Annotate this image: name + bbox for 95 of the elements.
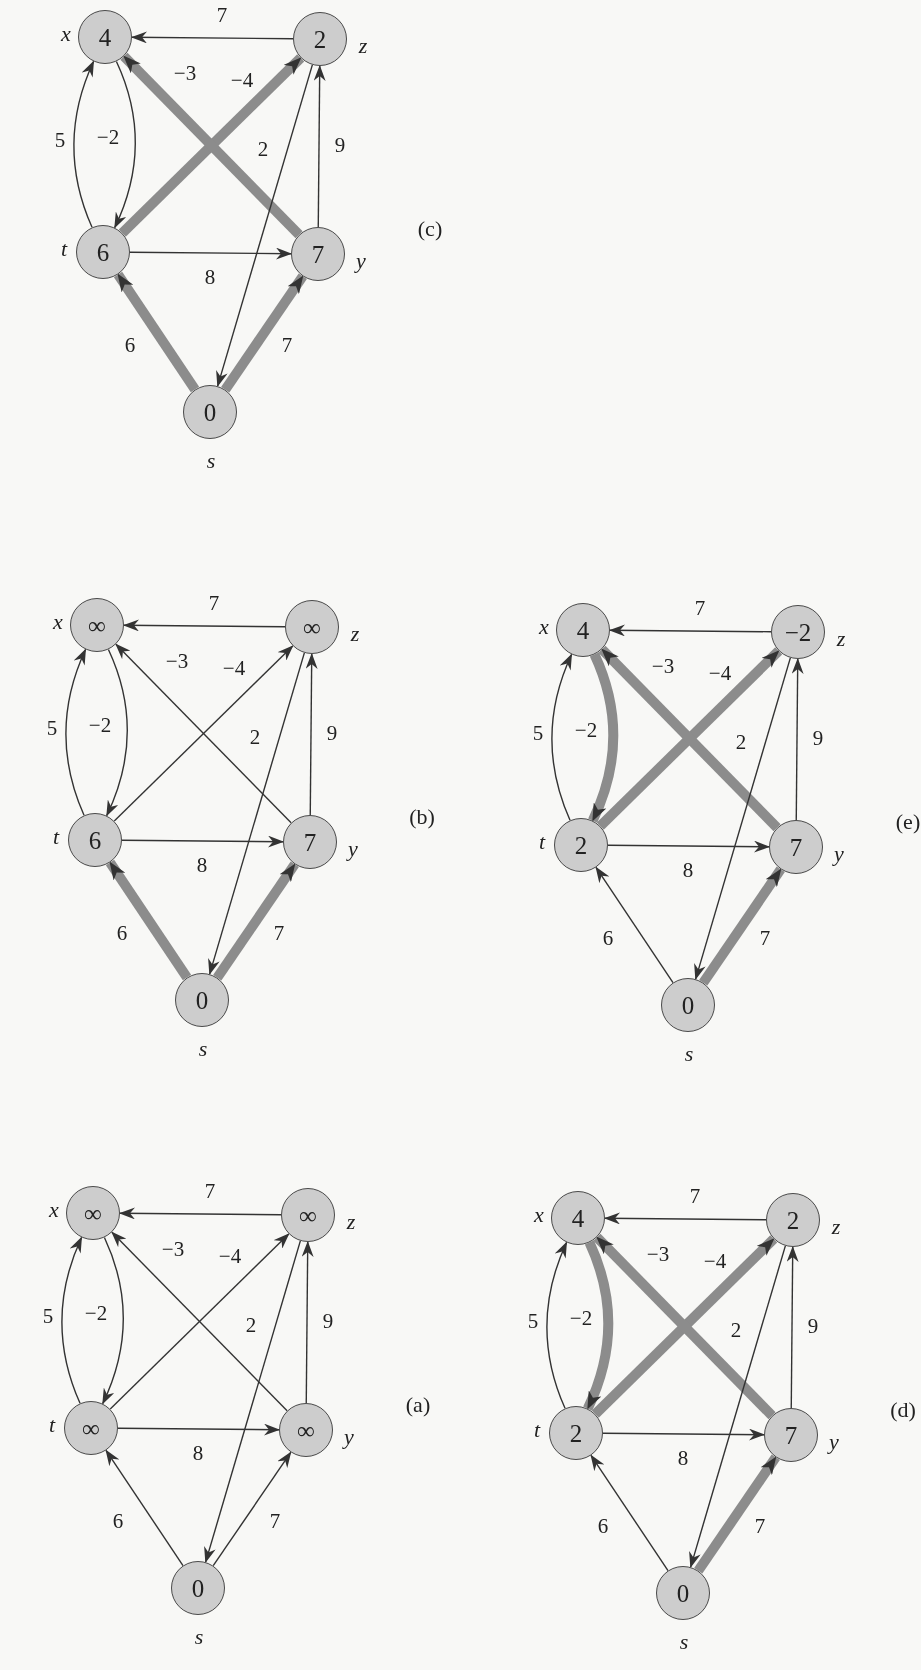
arrow: [694, 657, 792, 981]
distance-value: 0: [681, 992, 695, 1018]
vertex-name: t: [52, 826, 60, 848]
distance-value: ∞: [299, 1202, 317, 1228]
panel-caption: (d): [890, 1399, 916, 1421]
distance-value: 7: [311, 241, 325, 267]
arrow: [305, 653, 318, 816]
panel-caption: (a): [405, 1394, 431, 1416]
distance-value: 2: [574, 832, 588, 858]
arrow: [301, 1241, 314, 1404]
arrow: [114, 60, 136, 229]
arrow: [791, 658, 804, 821]
arrow: [106, 648, 128, 817]
vertex-name: y: [348, 838, 358, 860]
distance-value: 6: [96, 239, 110, 265]
arrow: [73, 60, 95, 229]
arrow: [604, 1212, 767, 1225]
vertex-name: z: [358, 35, 368, 57]
highlighted-arrow: [588, 652, 619, 823]
arrow: [131, 31, 294, 44]
distance-value: −2: [784, 619, 812, 645]
arrow: [590, 1454, 669, 1572]
panel-caption: (c): [417, 218, 443, 240]
distance-value: 0: [676, 1580, 690, 1606]
distance-value: ∞: [297, 1417, 315, 1443]
arrow: [551, 653, 573, 822]
vertex-name: s: [198, 1038, 208, 1060]
distance-value: 7: [789, 834, 803, 860]
arrow: [602, 1428, 765, 1441]
distance-value: 0: [203, 399, 217, 425]
vertex-name: x: [539, 616, 549, 638]
vertex-name: t: [538, 831, 546, 853]
vertex-name: y: [356, 250, 366, 272]
arrow: [208, 652, 306, 976]
arrow: [119, 1207, 282, 1220]
distance-value: ∞: [303, 614, 321, 640]
vertex-name: z: [836, 628, 846, 650]
distance-value: 2: [786, 1207, 800, 1233]
arrow: [609, 624, 772, 637]
vertex-name: s: [684, 1043, 694, 1065]
vertex-name: x: [534, 1204, 544, 1226]
distance-value: ∞: [82, 1415, 100, 1441]
panel-caption: (b): [409, 806, 435, 828]
vertex-name: x: [61, 23, 71, 45]
distance-value: 2: [313, 26, 327, 52]
highlighted-arrow: [221, 273, 307, 393]
vertex-name: t: [60, 238, 68, 260]
distance-value: 0: [195, 987, 209, 1013]
distance-value: 2: [569, 1420, 583, 1446]
arrow: [123, 619, 286, 632]
distance-value: ∞: [84, 1200, 102, 1226]
vertex-name: x: [49, 1199, 59, 1221]
vertex-name: x: [53, 611, 63, 633]
arrow: [129, 247, 292, 260]
arrow: [65, 648, 87, 817]
arrow: [786, 1246, 799, 1409]
vertex-name: y: [344, 1426, 354, 1448]
arrow: [595, 866, 674, 984]
vertex-name: s: [206, 450, 216, 472]
distance-value: 7: [303, 829, 317, 855]
arrow: [313, 65, 326, 228]
highlighted-arrow: [583, 1240, 614, 1411]
highlighted-arrow: [694, 1454, 780, 1574]
arrow: [546, 1241, 568, 1410]
vertex-name: t: [48, 1414, 56, 1436]
arrow: [121, 835, 284, 848]
vertex-name: t: [533, 1419, 541, 1441]
vertex-name: z: [346, 1211, 356, 1233]
arrow: [102, 1236, 124, 1405]
vertex-name: z: [831, 1216, 841, 1238]
arrow: [117, 1423, 280, 1436]
vertex-name: s: [679, 1631, 689, 1653]
arrow: [204, 1240, 302, 1564]
distance-value: ∞: [88, 612, 106, 638]
highlighted-arrow: [699, 866, 785, 986]
arrow: [689, 1245, 787, 1569]
distance-value: 6: [88, 827, 102, 853]
distance-value: 0: [191, 1575, 205, 1601]
vertex-name: y: [834, 843, 844, 865]
vertex-name: z: [350, 623, 360, 645]
arrow: [216, 64, 314, 388]
distance-value: 7: [784, 1422, 798, 1448]
vertex-name: s: [194, 1626, 204, 1648]
highlighted-arrow: [113, 271, 200, 393]
distance-value: 4: [571, 1205, 585, 1231]
arrow: [61, 1236, 83, 1405]
arrow: [105, 1449, 184, 1567]
highlighted-arrow: [213, 861, 299, 981]
distance-value: 4: [576, 617, 590, 643]
panel-caption: (e): [895, 811, 921, 833]
highlighted-arrow: [105, 859, 192, 981]
arrow: [212, 1451, 292, 1567]
distance-value: 4: [98, 24, 112, 50]
vertex-name: y: [829, 1431, 839, 1453]
arrow: [607, 840, 770, 853]
